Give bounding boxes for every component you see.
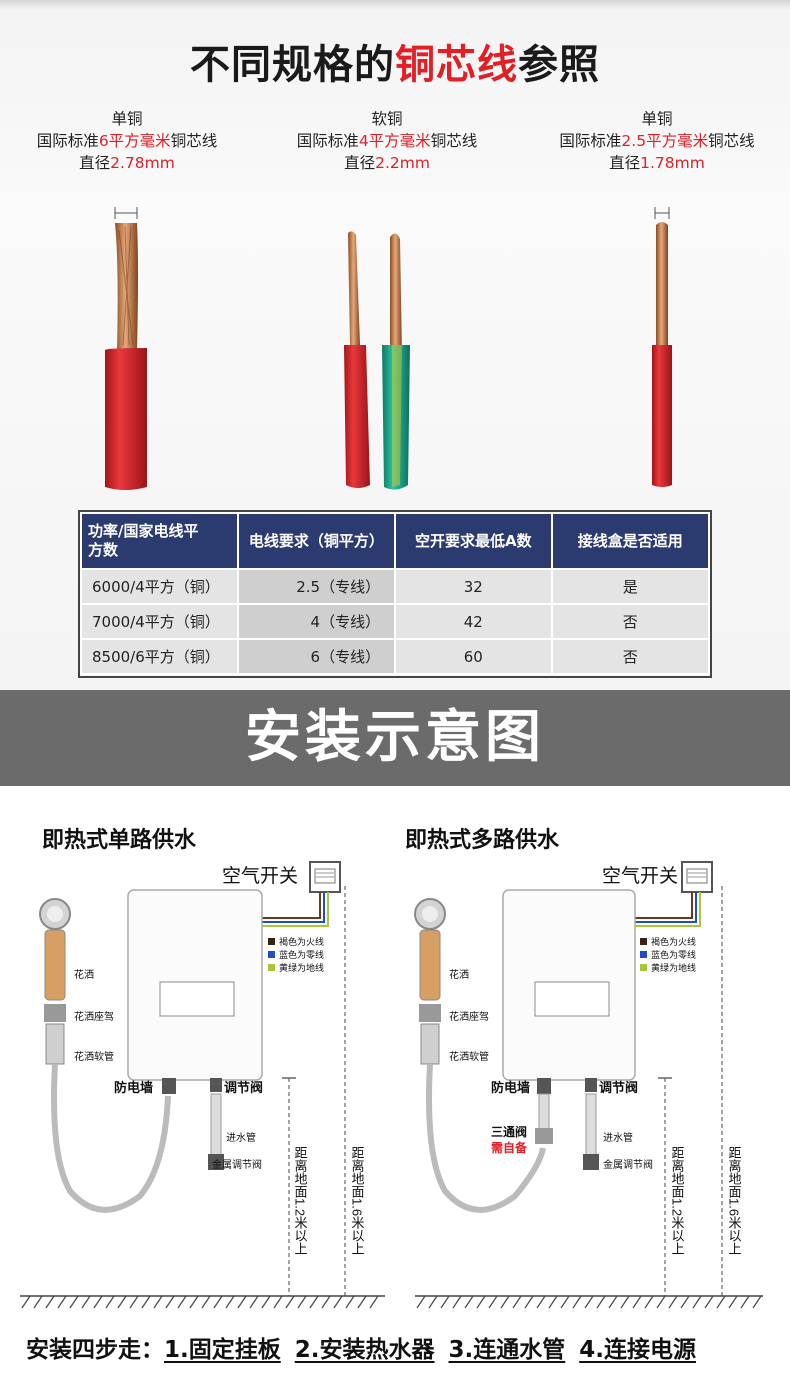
- table-frame: [78, 510, 712, 678]
- tee-valve: [535, 1128, 553, 1144]
- top-shadow: [0, 0, 790, 10]
- wire-diameter: 直径2.2mm: [344, 154, 430, 172]
- wire-diameter: 直径2.78mm: [79, 154, 175, 172]
- wire-type: 单铜: [111, 110, 143, 128]
- shower-hose-label: 花洒软管: [74, 1050, 114, 1063]
- metal-valve-label: 金属调节阀: [603, 1158, 653, 1171]
- table-cell: 8500/6平方（铜）: [80, 638, 239, 675]
- diagram-single-supply: 空气开关 褐色为火线 蓝色为零线 黄绿为地线 防电墙 调节阀 进水管 金属调节阀…: [20, 861, 385, 1309]
- section-title-bar: 安装示意图: [0, 690, 790, 786]
- legend-blue: 蓝色为零线: [651, 949, 696, 960]
- table-row: 7000/4平方（铜） 4（专线） 42 否: [80, 603, 711, 640]
- valve-label: 调节阀: [599, 1080, 638, 1095]
- heater-display: [534, 981, 610, 1017]
- step-2: 2.安装热水器: [294, 1337, 435, 1363]
- wire-spec: 国际标准6平方毫米铜芯线: [36, 132, 218, 150]
- shower-seat-label: 花洒座驾: [449, 1010, 489, 1023]
- shower-seat-label: 花洒座驾: [74, 1010, 114, 1023]
- install-steps: 安装四步走：1.固定挂板 2.安装热水器 3.连通水管 4.连接电源: [26, 1330, 710, 1364]
- table-cell: 否: [550, 638, 711, 675]
- air-switch-label: 空气开关: [602, 865, 678, 887]
- shower-handle: [44, 929, 66, 1001]
- wire-caption-6mm: 单铜 国际标准6平方毫米铜芯线 直径2.78mm: [0, 108, 257, 174]
- legend-blue: 蓝色为零线: [279, 949, 324, 960]
- diagram-multi-supply: 空气开关 褐色为火线 蓝色为零线 黄绿为地线 防电墙 调节阀 进水管 金属调节阀…: [414, 861, 763, 1309]
- table-cell: 32: [394, 568, 553, 605]
- legend-ground: 黄绿为地线: [279, 962, 324, 973]
- wire-spec-table: 功率/国家电线平方数 电线要求（铜平方） 空开要求最低A数 接线盒是否适用 60…: [80, 512, 711, 675]
- title-part2: 参照: [518, 42, 600, 88]
- legend-brown: 褐色为火线: [279, 936, 324, 947]
- table-cell: 6（专线）: [236, 638, 397, 675]
- step-3: 3.连通水管: [448, 1337, 566, 1363]
- shower-handle: [419, 929, 441, 1001]
- wire-type: 软铜: [371, 110, 403, 128]
- heater-display: [159, 981, 235, 1017]
- diagram-title-single: 即热式单路供水: [42, 828, 197, 853]
- wire-2-5mm-image: [652, 207, 672, 487]
- height-1-6m-label: 距离地面1.6米以上: [727, 1146, 742, 1255]
- table-cell: 7000/4平方（铜）: [80, 603, 239, 640]
- step-1: 1.固定挂板: [164, 1337, 281, 1363]
- title-highlight: 铜芯线: [395, 42, 518, 88]
- step-4: 4.连接电源: [579, 1337, 696, 1363]
- shower-hose-label: 花洒软管: [449, 1050, 489, 1063]
- wire-diameter: 直径1.78mm: [609, 154, 705, 172]
- inlet-label: 进水管: [603, 1131, 633, 1144]
- table-cell: 60: [394, 638, 553, 675]
- table-header-row: 功率/国家电线平方数 电线要求（铜平方） 空开要求最低A数 接线盒是否适用: [80, 512, 711, 570]
- steps-prefix: 安装四步走：: [26, 1337, 164, 1363]
- wire-4mm-image: [344, 231, 410, 490]
- title-part1: 不同规格的: [190, 42, 395, 88]
- wire-caption-2-5mm: 单铜 国际标准2.5平方毫米铜芯线 直径1.78mm: [527, 108, 787, 174]
- shower-hose: [426, 1063, 546, 1213]
- shower-label: 花洒: [74, 968, 94, 981]
- wire-6mm-image: [105, 207, 147, 490]
- height-1-6m-label: 距离地面1.6米以上: [350, 1146, 365, 1255]
- shower-label: 花洒: [449, 968, 469, 981]
- page-title: 不同规格的铜芯线参照: [0, 32, 790, 90]
- wire-type: 单铜: [641, 110, 673, 128]
- table-cell: 否: [550, 603, 711, 640]
- table-row: 8500/6平方（铜） 6（专线） 60 否: [80, 638, 711, 675]
- height-1-2m-label: 距离地面1.2米以上: [670, 1146, 685, 1255]
- table-header: 空开要求最低A数: [394, 512, 553, 570]
- tee-valve-label: 三通阀: [491, 1124, 527, 1139]
- table-cell: 4（专线）: [236, 603, 397, 640]
- shower-hose: [51, 1063, 171, 1213]
- anti-shock-label: 防电墙: [114, 1080, 153, 1095]
- self-provided-label: 需自备: [491, 1140, 528, 1155]
- table-row: 6000/4平方（铜） 2.5（专线） 32 是: [80, 568, 711, 605]
- air-switch-label: 空气开关: [222, 865, 298, 887]
- legend-brown: 褐色为火线: [651, 936, 696, 947]
- inlet-label: 进水管: [226, 1131, 256, 1144]
- table-cell: 6000/4平方（铜）: [80, 568, 239, 605]
- diagram-title-multi: 即热式多路供水: [405, 828, 560, 853]
- table-header: 电线要求（铜平方）: [236, 512, 397, 570]
- table-cell: 是: [550, 568, 711, 605]
- height-1-2m-label: 距离地面1.2米以上: [293, 1146, 308, 1255]
- wire-caption-4mm: 软铜 国际标准4平方毫米铜芯线 直径2.2mm: [257, 108, 517, 174]
- wire-spec: 国际标准2.5平方毫米铜芯线: [559, 132, 755, 150]
- metal-valve-label: 金属调节阀: [212, 1158, 262, 1171]
- valve-label: 调节阀: [224, 1080, 263, 1095]
- table-header: 接线盒是否适用: [550, 512, 711, 570]
- anti-shock-label: 防电墙: [491, 1080, 530, 1095]
- legend-ground: 黄绿为地线: [651, 962, 696, 973]
- table-cell: 2.5（专线）: [236, 568, 397, 605]
- table-cell: 42: [394, 603, 553, 640]
- wire-spec: 国际标准4平方毫米铜芯线: [296, 132, 478, 150]
- table-header: 功率/国家电线平方数: [80, 512, 239, 570]
